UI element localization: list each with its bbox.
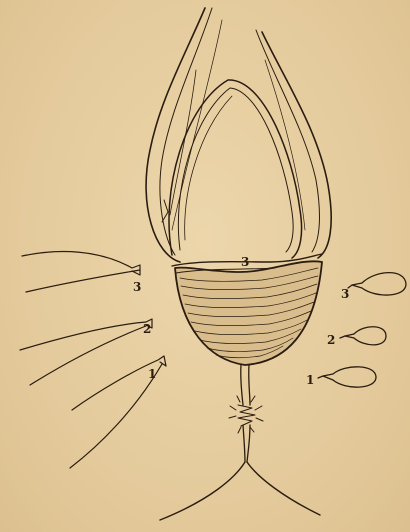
label-left-3: 3 <box>133 281 141 293</box>
bottom-fork <box>160 462 320 520</box>
right-pins <box>318 273 406 388</box>
label-right-1: 1 <box>306 374 314 386</box>
hatched-cup <box>172 254 322 365</box>
label-center-3: 3 <box>241 256 249 268</box>
label-left-1: 1 <box>148 368 156 380</box>
label-right-3: 3 <box>341 288 349 300</box>
left-pins <box>20 252 166 468</box>
label-left-2: 2 <box>143 323 151 335</box>
label-right-2: 2 <box>327 334 335 346</box>
outer-sheath <box>146 8 331 262</box>
stalk <box>229 365 263 462</box>
